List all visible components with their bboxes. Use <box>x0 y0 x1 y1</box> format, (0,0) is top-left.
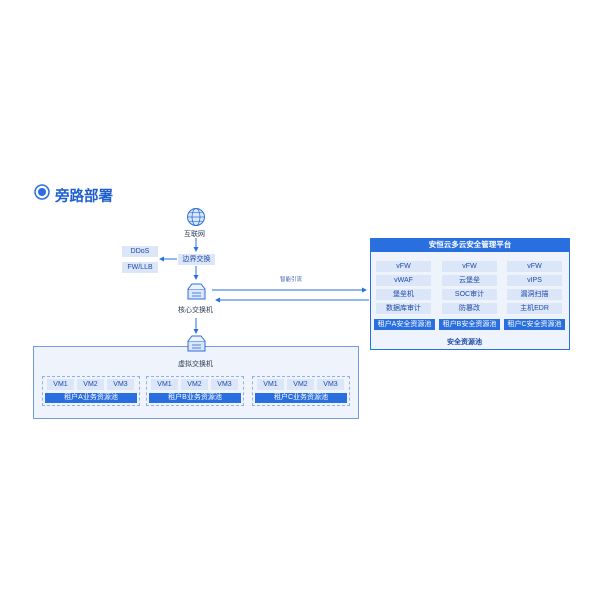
business-pool-c: 租户C业务资源池 <box>255 393 347 403</box>
switch-icon <box>187 335 206 352</box>
fw-llb-chip: FW/LLB <box>122 262 158 273</box>
internet-label: 互联网 <box>184 231 205 238</box>
vm-chip: VM1 <box>47 379 74 390</box>
switch-icon <box>187 283 206 300</box>
service-chip: vFW <box>376 261 431 272</box>
vm-chip: VM1 <box>257 379 284 390</box>
vm-chip: VM2 <box>181 379 208 390</box>
service-chip: 云堡垒 <box>442 275 497 286</box>
page-title: 旁路部署 <box>55 189 113 205</box>
service-chip: vWAF <box>376 275 431 286</box>
vm-chip: VM3 <box>317 379 344 390</box>
traffic-label: 智能引流 <box>280 277 303 283</box>
core-switch-label: 核心交换机 <box>178 307 213 314</box>
vm-chip: VM3 <box>211 379 238 390</box>
vm-chip: VM2 <box>77 379 104 390</box>
globe-icon <box>187 208 205 226</box>
service-chip: SOC审计 <box>442 289 497 300</box>
service-chip: vIPS <box>507 275 562 286</box>
security-pool-a: 租户A安全资源池 <box>374 319 435 330</box>
business-pool-a: 租户A业务资源池 <box>45 393 137 403</box>
vm-chip: VM2 <box>287 379 314 390</box>
service-chip: 漏洞扫描 <box>507 289 562 300</box>
platform-title: 安恒云多云安全管理平台 <box>370 238 570 252</box>
tenant-group-c <box>252 376 350 406</box>
edge-switch: 边界交换 <box>178 254 215 265</box>
service-chip: 主机EDR <box>507 303 562 314</box>
ddos-chip: DDoS <box>122 246 158 257</box>
security-pool-c: 租户C安全资源池 <box>504 319 565 330</box>
service-chip: vFW <box>507 261 562 272</box>
vm-chip: VM1 <box>151 379 178 390</box>
virtual-switch-label: 虚拟交换机 <box>178 361 213 368</box>
service-chip: 防篡改 <box>442 303 497 314</box>
security-pool-b: 租户B安全资源池 <box>439 319 500 330</box>
service-chip: vFW <box>442 261 497 272</box>
service-chip: 数据库审计 <box>376 303 431 314</box>
vm-chip: VM3 <box>107 379 134 390</box>
tenant-group-a <box>42 376 140 406</box>
tenant-group-b <box>146 376 244 406</box>
service-chip: 堡垒机 <box>376 289 431 300</box>
target-icon <box>34 184 50 200</box>
business-pool-b: 租户B业务资源池 <box>149 393 241 403</box>
security-pool-footer: 安全资源池 <box>447 339 482 346</box>
